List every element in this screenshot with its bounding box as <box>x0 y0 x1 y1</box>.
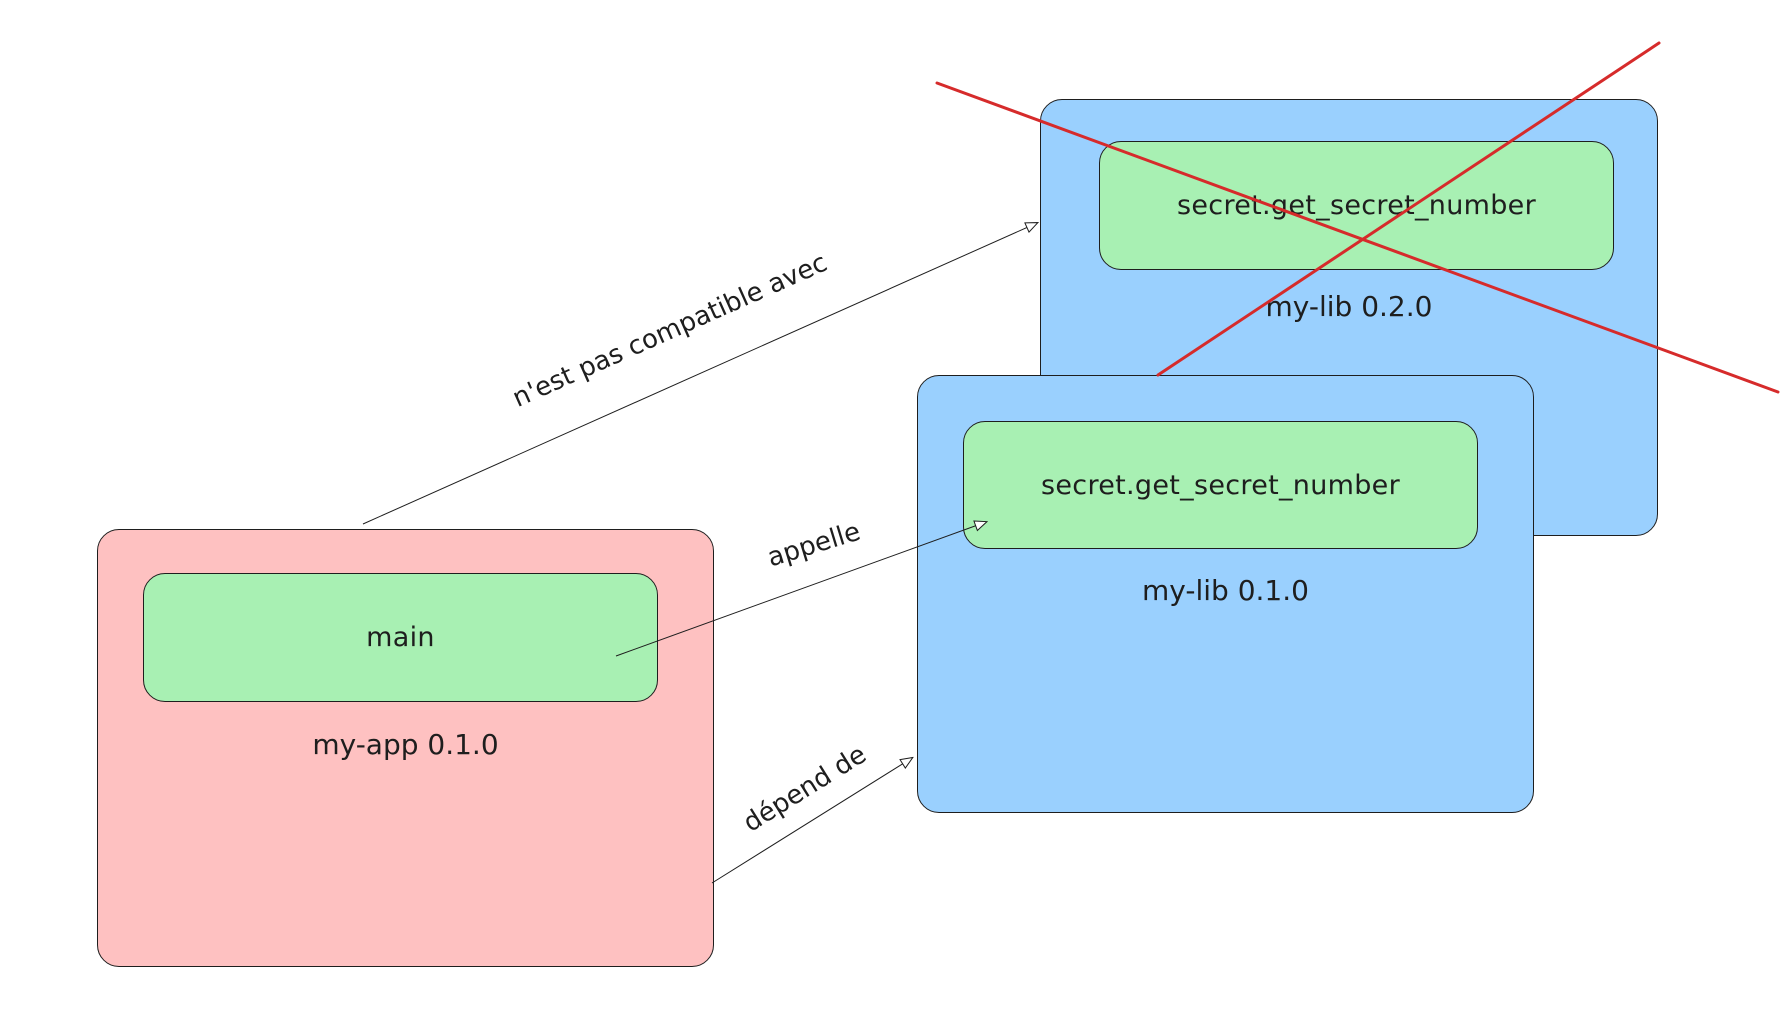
edge-label-calls: appelle <box>763 516 864 574</box>
function-main[interactable]: main <box>143 573 658 702</box>
function-label: main <box>366 622 435 653</box>
function-label: secret.get_secret_number <box>1041 469 1400 501</box>
edge-label-depends: dépend de <box>738 739 872 839</box>
edge-label-incompatible: n'est pas compatible avec <box>508 247 832 414</box>
function-get-secret-number-v020[interactable]: secret.get_secret_number <box>1099 141 1614 270</box>
function-label: secret.get_secret_number <box>1177 190 1536 221</box>
package-label-my-lib-0-1-0: my-lib 0.1.0 <box>1142 574 1309 607</box>
package-label-my-app-0-1-0: my-app 0.1.0 <box>312 728 499 761</box>
package-label-my-lib-0-2-0: my-lib 0.2.0 <box>1265 290 1433 323</box>
function-get-secret-number-v010[interactable]: secret.get_secret_number <box>963 421 1478 549</box>
